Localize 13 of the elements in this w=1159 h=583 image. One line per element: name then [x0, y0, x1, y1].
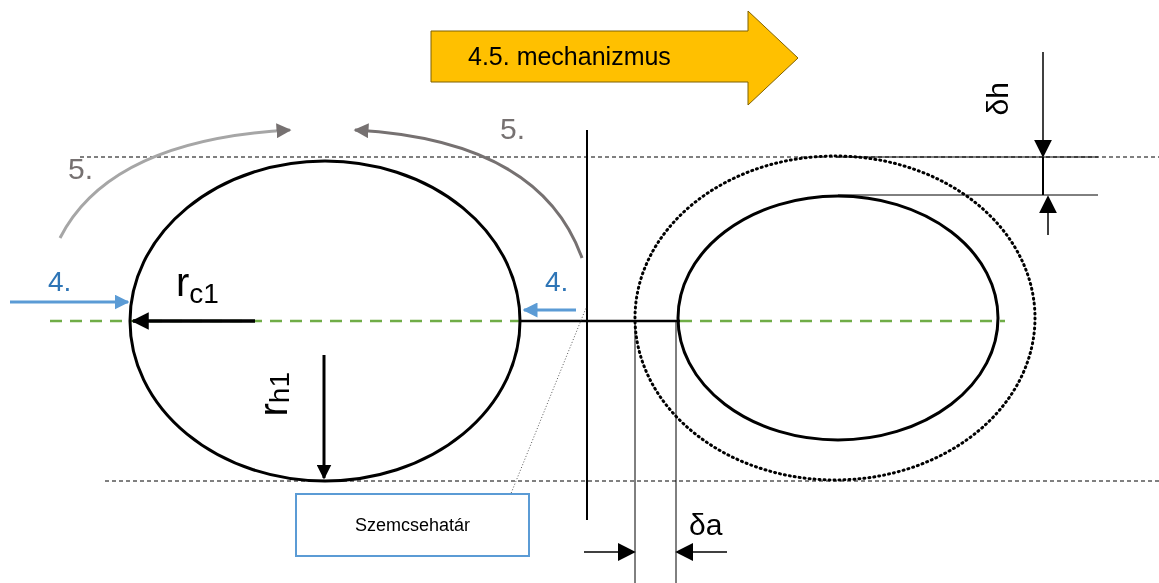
block-arrow	[430, 10, 800, 106]
text-box	[295, 493, 530, 557]
box-label: Szemcsehatár	[354, 514, 471, 536]
dimension-label: r$_{c1}$	[176, 262, 219, 308]
dimension-label: δh	[983, 82, 1013, 116]
dimension-label: δa	[689, 510, 723, 540]
step-number: 4.	[545, 268, 569, 296]
step-number: 5.	[68, 154, 94, 184]
grain-boundary-line	[586, 129, 588, 521]
step-number: 5.	[500, 114, 526, 144]
arrow-label: 4.5. mechanizmus	[468, 41, 671, 71]
step-number: 4.	[48, 268, 72, 296]
leader-line	[510, 307, 587, 494]
